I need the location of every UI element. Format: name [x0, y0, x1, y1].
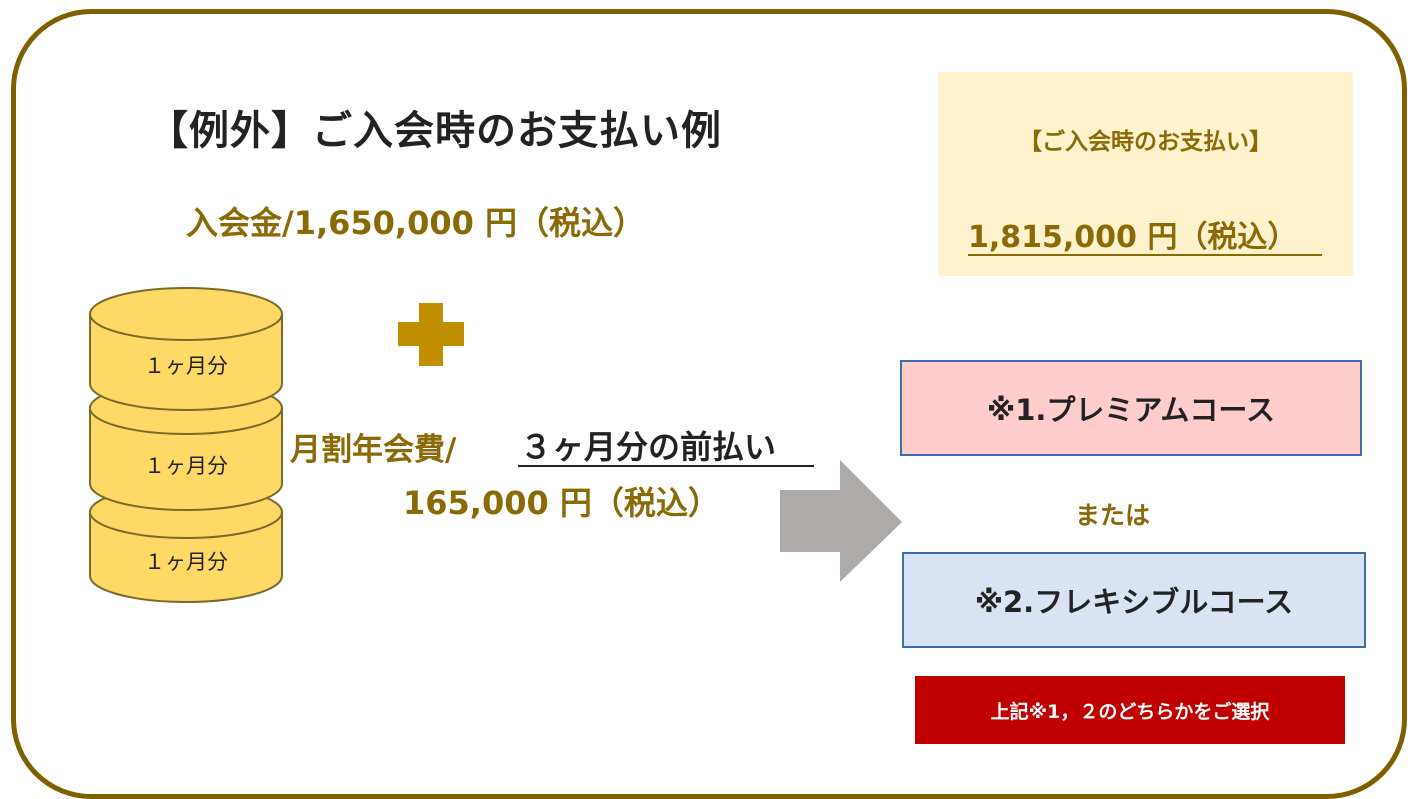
or-label: または: [1075, 501, 1151, 530]
coin-top-top: [89, 287, 283, 341]
plus-icon-vertical: [419, 303, 443, 366]
prepay-label: ３ヶ月分の前払い: [520, 428, 777, 466]
premium-course-box: ※1.プレミアムコース: [900, 360, 1362, 456]
flexible-course-box: ※2.フレキシブルコース: [902, 552, 1366, 648]
total-payment-amount: 1,815,000 円（税込）: [968, 220, 1298, 255]
coin-stack-icon: １ヶ月分 １ヶ月分 １ヶ月分: [89, 287, 283, 603]
arrow-right-icon: [780, 460, 902, 582]
month-label: １ヶ月分: [144, 454, 228, 478]
month-label: １ヶ月分: [144, 550, 228, 574]
month-label: １ヶ月分: [144, 354, 228, 378]
coin-body-top: [89, 313, 283, 411]
annual-fee-amount: 165,000 円（税込）: [403, 484, 720, 522]
coin-body-middle: [89, 407, 283, 511]
page-title: 【例外】ご入会時のお支払い例: [148, 108, 722, 154]
total-payment-title: 【ご入会時のお支払い】: [1019, 129, 1272, 155]
total-underline: [968, 254, 1322, 256]
total-payment-box: 【ご入会時のお支払い】 1,815,000 円（税込）: [938, 72, 1353, 276]
select-note-badge: 上記※1，２のどちらかをご選択: [915, 676, 1345, 744]
annual-fee-label: 月割年会費/: [290, 432, 457, 468]
entry-fee-label: 入会金/1,650,000 円（税込）: [186, 204, 646, 242]
prepay-underline: [518, 465, 814, 467]
